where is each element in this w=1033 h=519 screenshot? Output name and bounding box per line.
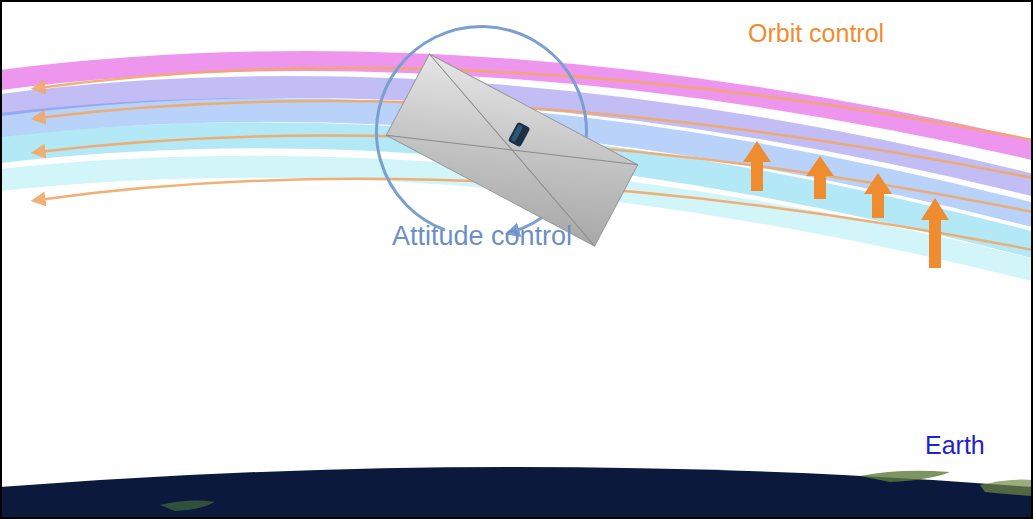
orbit-control-arrows [743, 141, 949, 268]
earth [0, 467, 1033, 519]
attitude-control-label: Attitude control [392, 220, 572, 252]
satellite [386, 54, 638, 246]
orbit-control-label: Orbit control [748, 18, 884, 48]
earth-label: Earth [925, 430, 985, 460]
